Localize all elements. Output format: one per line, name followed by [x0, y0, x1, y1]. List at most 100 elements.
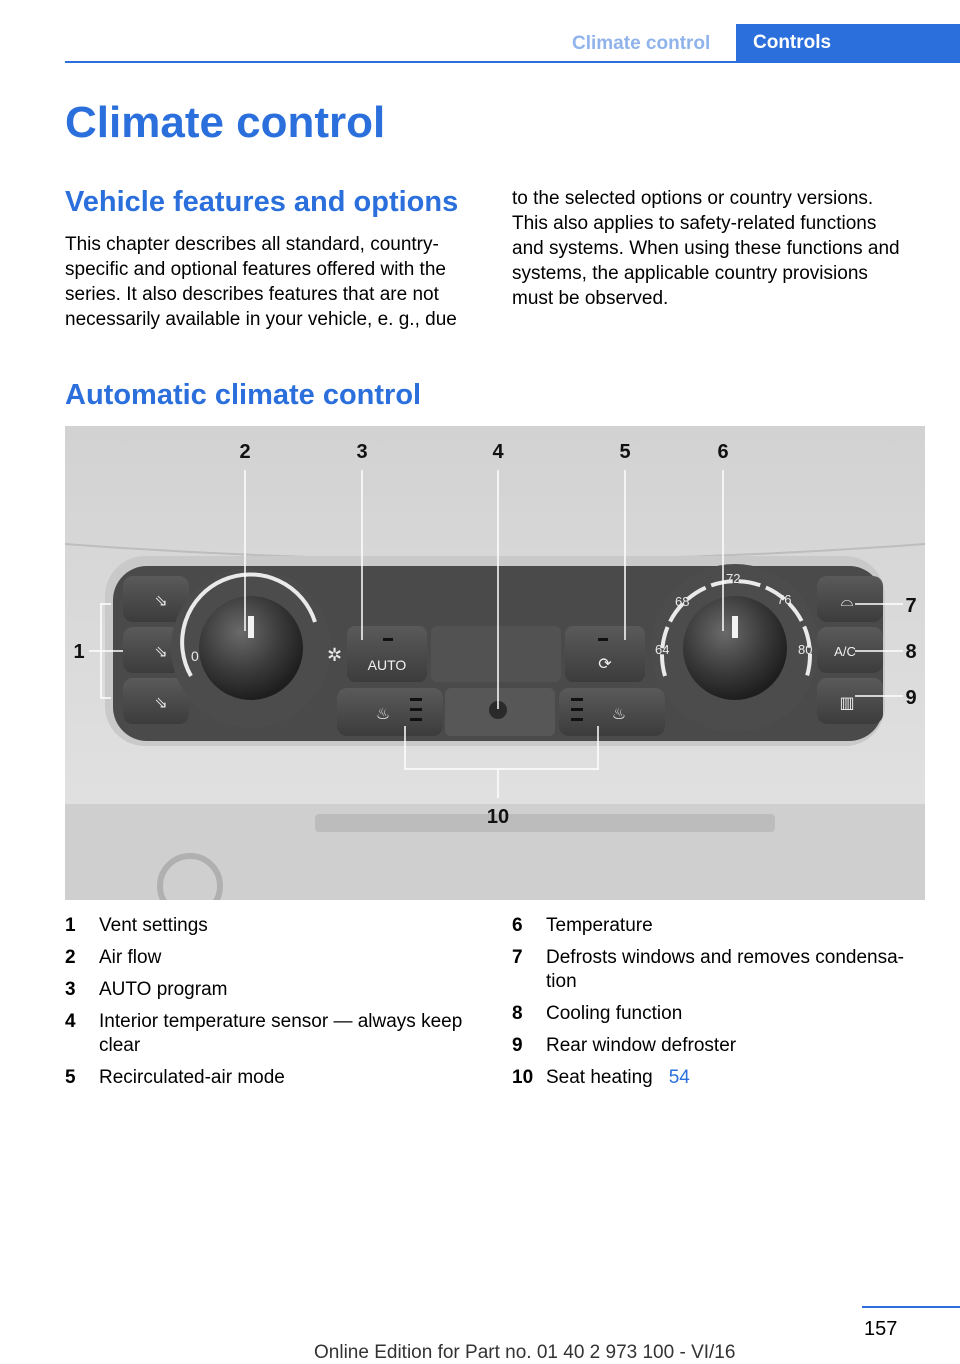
intro-line: and systems. When using these functions …: [512, 238, 900, 259]
intro-line: This also applies to safety-related func…: [512, 213, 877, 234]
intro-line: specific and optional features offered w…: [65, 259, 446, 280]
legend-number: 9: [512, 1035, 523, 1056]
legend-text-label: Seat heating: [546, 1067, 653, 1088]
legend-number: 2: [65, 947, 76, 968]
legend-number: 5: [65, 1067, 76, 1088]
header-section-label: Climate control: [572, 33, 711, 54]
defrost-button: [817, 576, 883, 622]
seat-heat-level: [571, 698, 583, 701]
recirculation-button: [565, 626, 645, 682]
callout-number: 9: [905, 687, 916, 709]
legend-number: 6: [512, 915, 523, 936]
legend-text: Recirculated-air mode: [99, 1067, 285, 1088]
legend-item: 2 Air flow: [65, 946, 485, 970]
callout-number: 7: [905, 595, 916, 617]
seat-heat-level: [571, 718, 583, 721]
legend-text: Temperature: [546, 915, 653, 936]
vent-button-bottom: [123, 678, 189, 724]
legend-text: Cooling function: [546, 1003, 683, 1024]
air-flow-knob-marker: [248, 616, 254, 638]
vent-icon: ⇘: [154, 644, 167, 661]
intro-paragraph-col2: to the selected options or country versi…: [512, 186, 952, 311]
legend-item: 4 Interior temperature sensor — always ke…: [65, 1010, 485, 1058]
ac-button-label: A/C: [834, 644, 856, 659]
legend-text: Air flow: [99, 947, 162, 968]
page-reference-link[interactable]: 54: [668, 1067, 690, 1088]
recirculation-icon: ⟳: [598, 656, 612, 673]
legend-number: 7: [512, 947, 523, 968]
legend-number: 10: [512, 1067, 534, 1088]
vent-icon: ⇘: [154, 593, 167, 610]
legend-number: 4: [65, 1011, 76, 1032]
legend-item: 5 Recirculated-air mode: [65, 1066, 485, 1090]
vent-icon: ⇘: [154, 695, 167, 712]
page-number: 157: [864, 1318, 898, 1340]
climate-panel-illustration: ⇘ ⇘ ⇘ 0 ✲ AUTO ⟳ ♨ ♨ 64: [65, 426, 925, 900]
legend-text: Vent settings: [99, 915, 208, 936]
callout-number: 4: [492, 441, 504, 463]
legend-item: 3 AUTO program: [65, 978, 485, 1002]
temperature-label-72: 72: [726, 571, 740, 586]
legend-text: Rear window defroster: [546, 1035, 737, 1056]
recirculation-indicator: [598, 638, 608, 641]
callout-number: 5: [619, 441, 630, 463]
footer-edition-text: Online Edition for Part no. 01 40 2 973 …: [314, 1342, 736, 1363]
page-title: Climate control: [65, 98, 386, 147]
callout-number: 3: [356, 441, 367, 463]
auto-button-label: AUTO: [368, 657, 407, 673]
page-number-rule: [862, 1306, 960, 1308]
display-panel: [431, 626, 561, 682]
intro-paragraph-col1: This chapter describes all standard, cou…: [65, 232, 485, 332]
air-flow-scale-arc: [180, 572, 317, 677]
header-rule: [65, 61, 960, 63]
cd-slot: [315, 814, 775, 832]
header-tab-label: Controls: [753, 32, 832, 53]
legend-text: Defrosts windows and removes condensa‐ti…: [546, 947, 905, 992]
seat-heat-level: [410, 698, 422, 701]
seat-heat-level: [571, 708, 583, 711]
temperature-knob-marker: [732, 616, 738, 638]
lower-knob: [157, 853, 223, 900]
legend-text: Seat heating 54: [546, 1066, 932, 1090]
legend-number: 3: [65, 979, 76, 1000]
temperature-scale-arc: [660, 579, 812, 677]
callout-number: 2: [239, 441, 250, 463]
temperature-knob: [683, 596, 787, 700]
callout-number: 6: [717, 441, 728, 463]
temperature-label-68: 68: [675, 594, 689, 609]
callout-number: 1: [73, 641, 84, 663]
windshield-defrost-icon: ⌓: [841, 593, 854, 610]
temperature-label-64: 64: [655, 642, 669, 657]
intro-line: to the selected options or country versi…: [512, 188, 874, 209]
rear-defrost-button: [817, 678, 883, 724]
callout-number: 8: [905, 641, 916, 663]
legend-item: 6 Temperature: [512, 914, 932, 938]
seat-heating-icon: ♨: [376, 706, 390, 723]
intro-line: series. It also describes features that …: [65, 284, 439, 305]
intro-line: This chapter describes all standard, cou…: [65, 234, 439, 255]
legend-item: 7 Defrosts windows and removes condensa‐t…: [512, 946, 932, 994]
temperature-label-76: 76: [777, 592, 791, 607]
intro-line: must be observed.: [512, 288, 669, 309]
air-flow-knob: [199, 596, 303, 700]
intro-line: systems, the applicable country provisio…: [512, 263, 868, 284]
callout-lines: [89, 470, 903, 798]
climate-panel-figure: ⇘ ⇘ ⇘ 0 ✲ AUTO ⟳ ♨ ♨ 64: [65, 426, 925, 900]
seat-heating-button-right: [559, 688, 665, 736]
seat-heat-level: [410, 708, 422, 711]
legend-text: Interior temperature sensor — always kee…: [99, 1011, 463, 1056]
seat-heating-icon: ♨: [612, 706, 626, 723]
air-flow-zero-label: 0: [191, 648, 199, 664]
legend-right: 6 Temperature 7 Defrosts windows and remov…: [512, 914, 932, 1098]
temperature-sensor: [489, 701, 507, 719]
ac-button: [817, 627, 883, 673]
section-heading-vehicle-features: Vehicle features and options: [65, 186, 459, 218]
seat-heat-level: [410, 718, 422, 721]
auto-button: [347, 626, 427, 682]
legend-text: AUTO program: [99, 979, 228, 1000]
rear-defrost-icon: ▥: [839, 695, 854, 712]
fan-icon: ✲: [327, 645, 342, 665]
callout-number: 10: [487, 806, 509, 828]
